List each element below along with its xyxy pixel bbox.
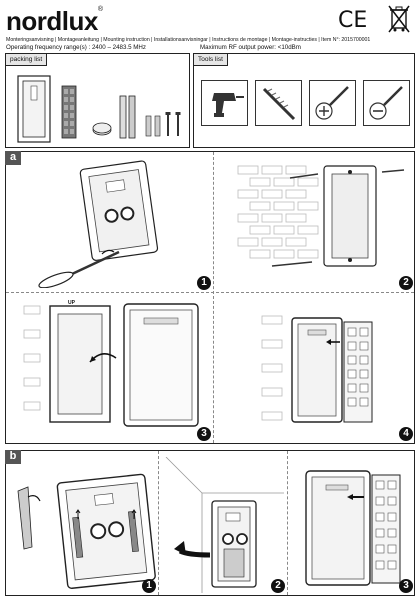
drill-tool	[201, 80, 248, 126]
step-a3-illustration	[23, 303, 199, 427]
packing-list-label: packing list	[5, 53, 48, 66]
tools-list-panel: Tools list	[193, 53, 415, 148]
step-b2-illustration	[165, 457, 284, 593]
drill-bit-icon	[262, 87, 296, 121]
section-b-divider-1	[158, 451, 159, 595]
brand-logo: nordlux®	[6, 6, 103, 36]
section-b: b 1 2	[5, 450, 415, 596]
step-a1-number: 1	[197, 276, 211, 290]
weee-bin-icon	[386, 4, 412, 34]
section-a: a 1 2	[5, 151, 415, 444]
section-a-vdivider	[213, 152, 214, 443]
languages-line: Monteringsanvisning | Montageanleitung |…	[6, 37, 371, 43]
ce-mark: CE	[338, 8, 368, 33]
drill-icon	[212, 93, 244, 117]
section-a-label: a	[5, 151, 21, 165]
drill-bit-tool	[255, 80, 302, 126]
flat-screwdriver-tool	[363, 80, 410, 126]
step-b1-number: 1	[142, 579, 156, 593]
frequency-line: Operating frequency range(s) : 2400 – 24…	[6, 44, 146, 51]
flat-screwdriver-icon	[369, 86, 403, 120]
phillips-screwdriver-icon	[315, 86, 349, 120]
step-a4-illustration	[261, 315, 373, 423]
step-a3-number: 3	[197, 427, 211, 441]
section-a-hdivider	[6, 292, 414, 293]
packing-items-illustration	[17, 75, 181, 143]
step-a4-number: 4	[399, 427, 413, 441]
step-b1-illustration	[17, 473, 156, 589]
tools-list-label: Tools list	[193, 53, 228, 66]
step-b2-number: 2	[271, 579, 285, 593]
step-a1-illustration	[38, 160, 159, 288]
packing-list-panel: packing list	[5, 53, 190, 148]
step-a2-number: 2	[399, 276, 413, 290]
step-b3-number: 3	[399, 579, 413, 593]
power-line: Maximum RF output power: <10dBm	[200, 44, 301, 51]
step-a2-illustration	[237, 165, 405, 267]
section-b-label: b	[5, 450, 21, 464]
section-b-divider-2	[287, 451, 288, 595]
step-a3-up-text: UP	[68, 300, 75, 306]
phillips-screwdriver-tool	[309, 80, 356, 126]
step-b3-illustration	[305, 470, 401, 586]
